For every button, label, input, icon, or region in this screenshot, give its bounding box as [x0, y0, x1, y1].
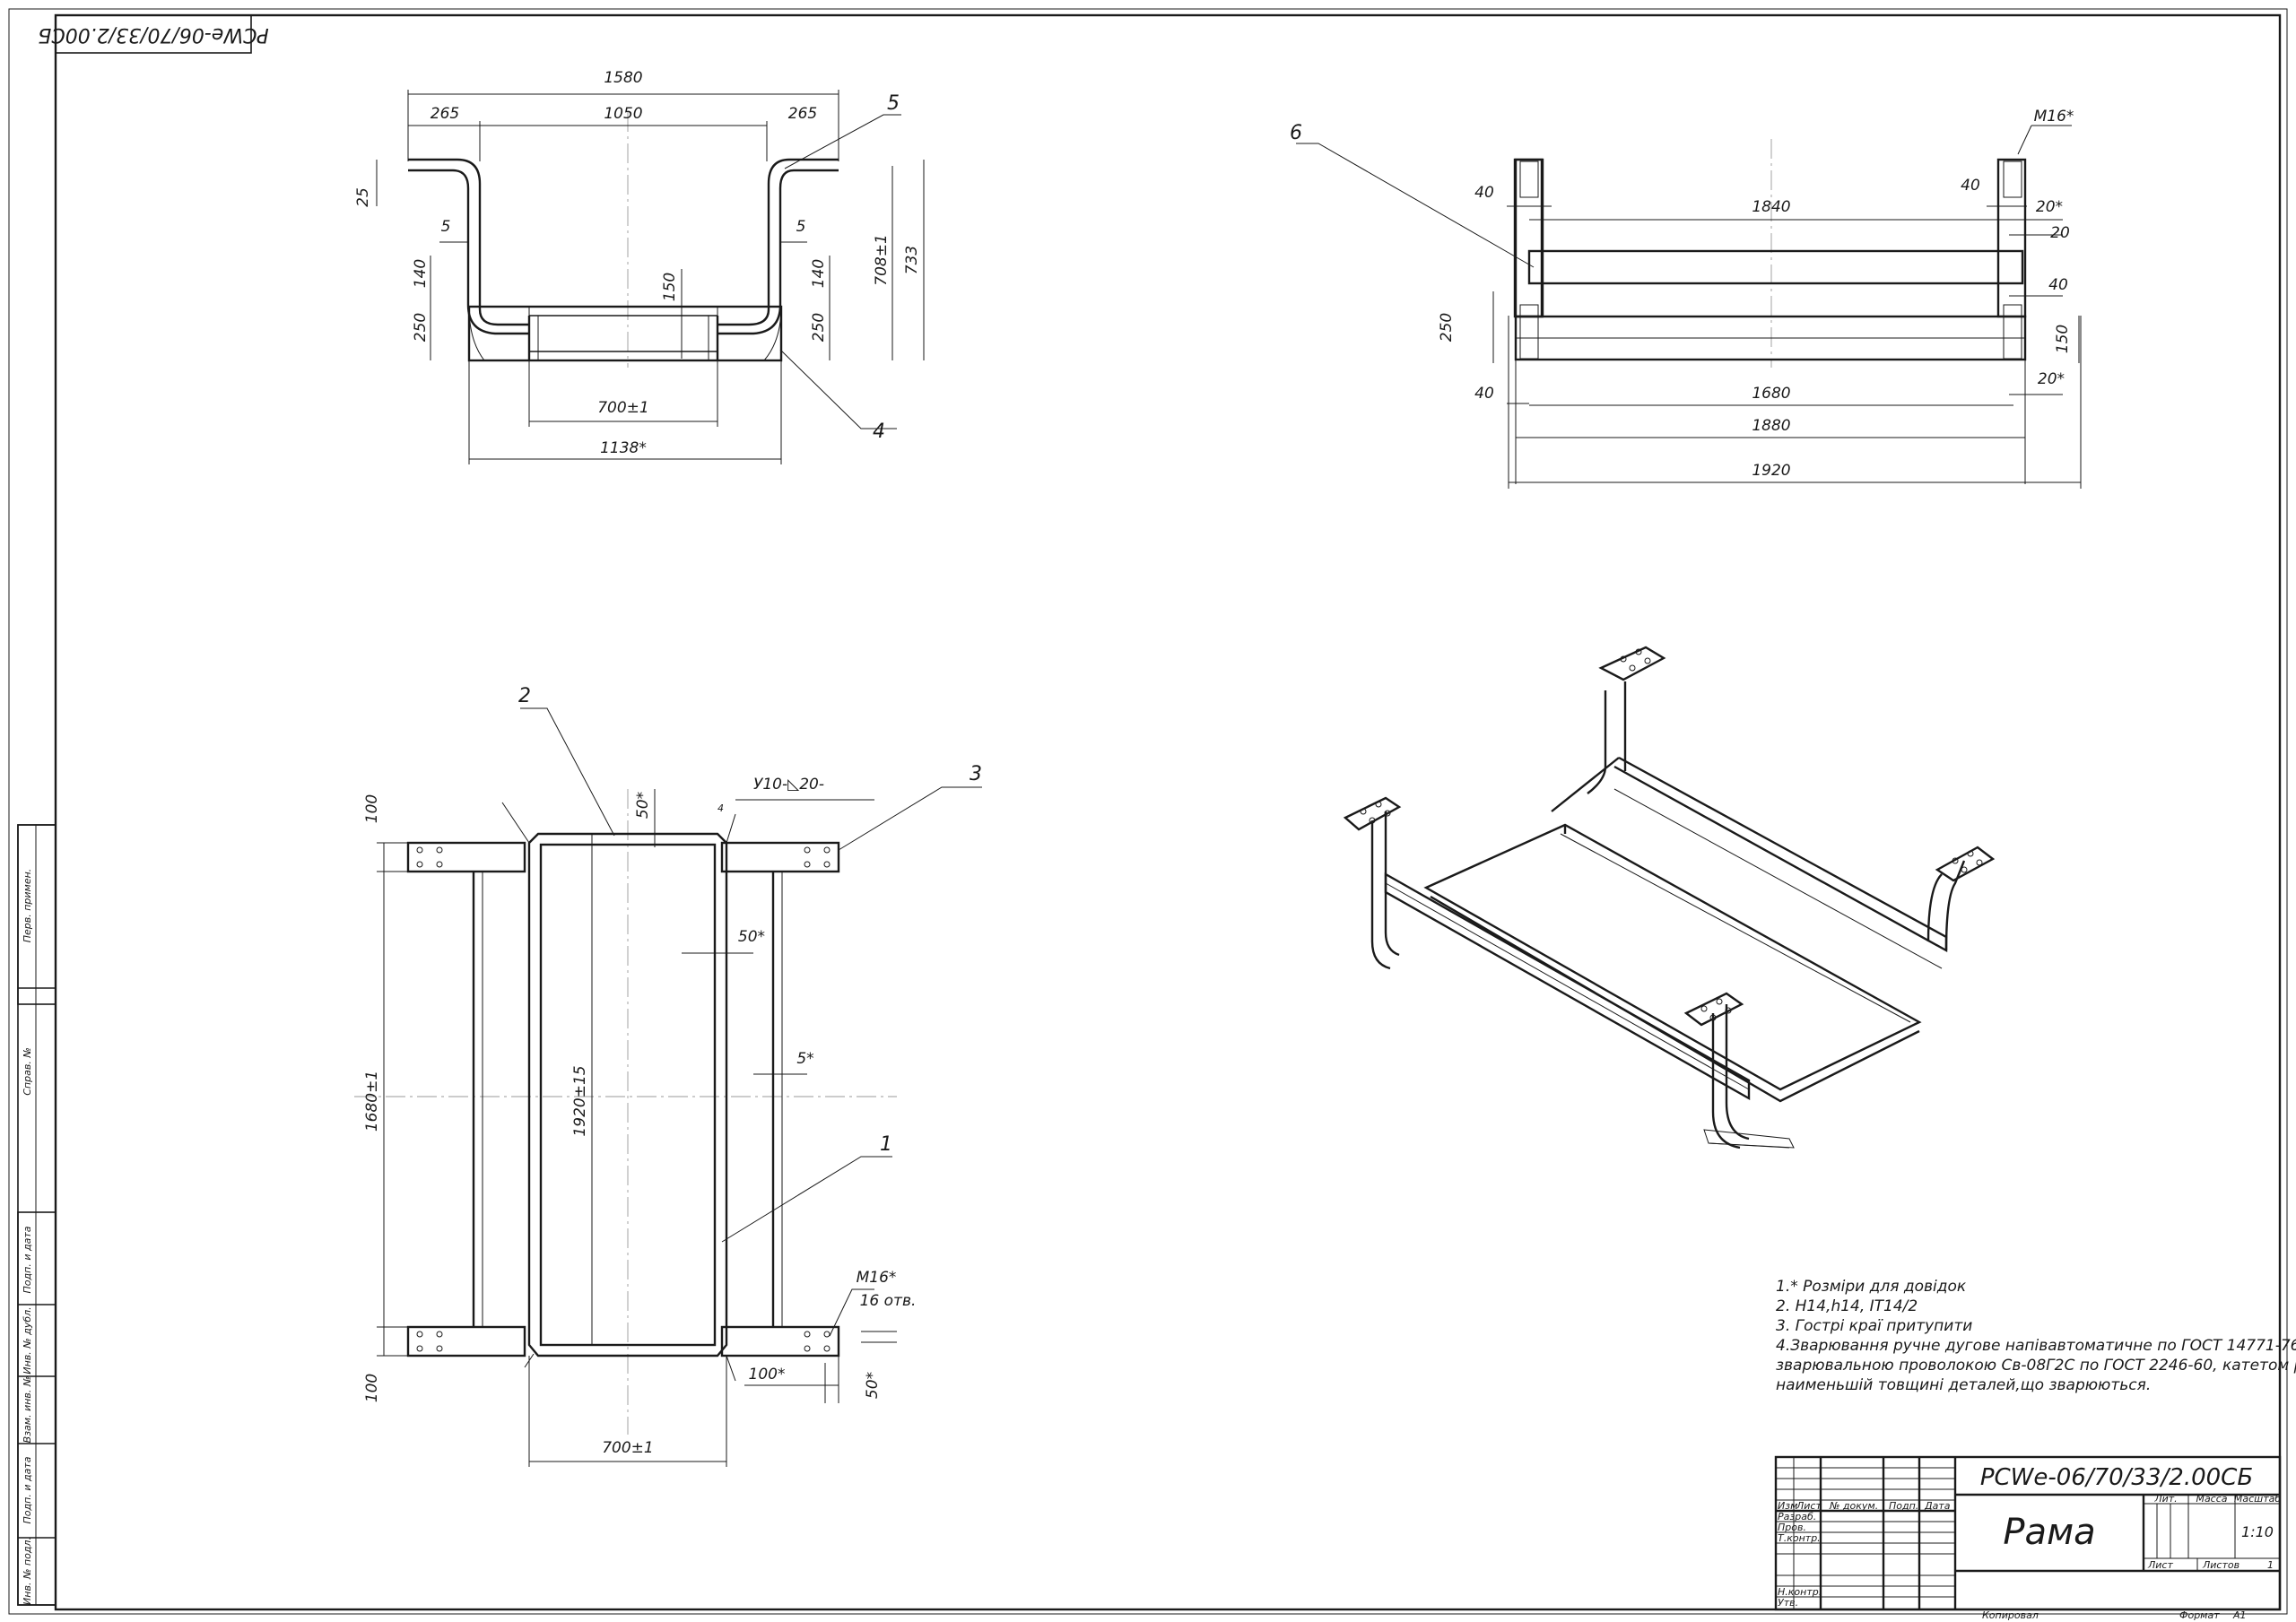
stamp-cell-7: Инв. № подл. — [22, 1537, 33, 1605]
dim-140-left: 140 — [412, 259, 430, 288]
col-header-sign: Подп. — [1889, 1500, 1918, 1512]
weld-mark: 4 — [718, 802, 724, 814]
side-view: М16* 40 1840 40 20* 20 40 250 150 40 168… — [1290, 108, 2082, 489]
side-dim-20: 20 — [2050, 224, 2070, 242]
dim-150: 150 — [661, 273, 679, 301]
leader-3: 3 — [970, 763, 982, 785]
plan-view: 100 50* 50* 5* 1680±1 1920±15 100 М16* 1… — [354, 685, 982, 1467]
side-dim-1880: 1880 — [1752, 417, 1790, 435]
leader-6: 6 — [1290, 122, 1302, 144]
leader-1: 1 — [880, 1133, 892, 1156]
dim-708: 708±1 — [873, 234, 891, 286]
role-approved: Утв. — [1778, 1597, 1798, 1609]
sheets-label: Листов — [2202, 1559, 2239, 1571]
plan-dim-16-holes: 16 отв. — [860, 1292, 917, 1310]
side-dim-40-b: 40 — [1961, 177, 1980, 195]
stamp-cell-4: Инв. № дубл. — [22, 1306, 33, 1374]
plan-dim-1680: 1680±1 — [363, 1071, 381, 1132]
dim-1050: 1050 — [604, 105, 642, 123]
lit-label: Лит. — [2153, 1493, 2177, 1505]
plan-dim-100-star: 100* — [749, 1366, 786, 1383]
dim-250-left: 250 — [412, 313, 430, 342]
scale-value: 1:10 — [2241, 1523, 2274, 1540]
plan-dim-5-star: 5* — [796, 1050, 813, 1068]
technical-notes: 1.* Розміри для довідок 2. Н14,h14, IT14… — [1776, 1278, 2296, 1394]
note-1: 1.* Розміри для довідок — [1776, 1278, 1967, 1296]
dim-265-right: 265 — [788, 105, 817, 123]
role-developed: Разраб. — [1778, 1511, 1816, 1522]
title-block: Изм Лист № докум. Подп. Дата Разраб. Про… — [1774, 1455, 2281, 1611]
col-header-izm: Изм — [1778, 1500, 1797, 1512]
dim-700-front: 700±1 — [597, 399, 649, 417]
side-dim-40-a: 40 — [1474, 184, 1494, 202]
drawing-frame — [54, 13, 2282, 1611]
title-designation: РСWe-06/70/33/2.00СБ — [1980, 1464, 2253, 1491]
side-dim-40-d: 40 — [1474, 385, 1494, 403]
mass-label: Масса — [2196, 1493, 2227, 1505]
side-dim-1840: 1840 — [1752, 198, 1790, 216]
dim-1580: 1580 — [604, 69, 642, 87]
dim-1138: 1138* — [600, 439, 647, 457]
dim-25: 25 — [354, 187, 372, 207]
weld-symbol: У10-◺20- — [753, 776, 824, 794]
side-stamp: Перв. примен. Справ. № Подп. и дата Инв.… — [17, 824, 57, 1606]
leader-2: 2 — [518, 685, 531, 707]
role-tech-control: Т.контр. — [1778, 1532, 1821, 1544]
side-dim-40-c: 40 — [2048, 276, 2068, 294]
plan-dim-1920: 1920±15 — [571, 1065, 589, 1136]
note-3: 3. Гострі краї притупити — [1776, 1317, 1972, 1335]
note-4: 4.Зварювання ручне дугове напівавтоматич… — [1776, 1337, 2296, 1355]
role-norm-control: Н.контр. — [1778, 1586, 1822, 1598]
note-4-line2: зварювальною проволокою Св-08Г2С по ГОСТ… — [1776, 1357, 2296, 1375]
stamp-cell-6: Подп. и дата — [22, 1456, 33, 1523]
side-dim-1680: 1680 — [1752, 385, 1790, 403]
dim-5-left: 5 — [441, 218, 451, 236]
leader-4: 4 — [873, 421, 885, 443]
dim-250-right: 250 — [810, 313, 828, 342]
side-dim-250: 250 — [1438, 313, 1456, 342]
isometric-view — [1343, 646, 1996, 1149]
plan-dim-100-bottom: 100 — [363, 1374, 381, 1402]
plan-dim-700: 700±1 — [602, 1439, 654, 1457]
top-left-designation-box: РСWe-06/70/33/2.00СБ — [38, 14, 269, 54]
stamp-cell-1: Перв. примен. — [22, 869, 33, 943]
plan-dim-50-star-top: 50* — [634, 792, 652, 819]
role-checked: Пров. — [1778, 1522, 1806, 1533]
format-label: Формат — [2179, 1609, 2220, 1621]
outer-trim-frame — [8, 8, 2288, 1615]
stamp-cell-2: Справ. № — [22, 1047, 33, 1096]
dim-140-right: 140 — [810, 259, 828, 288]
side-dim-m16: М16* — [2034, 108, 2074, 126]
plan-dim-100-top: 100 — [363, 794, 381, 823]
sheet-label: Лист — [2147, 1559, 2173, 1571]
inverted-designation: РСWe-06/70/33/2.00СБ — [38, 23, 269, 46]
stamp-cell-5: Взам. инв. № — [22, 1376, 33, 1444]
dim-265-left: 265 — [430, 105, 459, 123]
side-dim-1920: 1920 — [1752, 462, 1790, 480]
plan-dim-m16: М16* — [857, 1269, 897, 1287]
plan-dim-50-star-bottom: 50* — [864, 1372, 882, 1399]
note-4-line3: наименьшій товщині деталей,що зварюються… — [1776, 1376, 2151, 1394]
copied-label: Копировал — [1982, 1609, 2039, 1621]
col-header-list: Лист — [1796, 1500, 1822, 1512]
plan-dim-50-star-mid: 50* — [738, 928, 765, 946]
format-value: А1 — [2232, 1609, 2247, 1621]
title-name: Рама — [2003, 1512, 2095, 1553]
scale-label: Масштаб — [2234, 1493, 2281, 1505]
dim-733: 733 — [903, 246, 921, 274]
sheets-value: 1 — [2267, 1559, 2274, 1571]
note-2: 2. Н14,h14, IT14/2 — [1776, 1297, 1918, 1315]
front-view: 1580 265 1050 265 25 5 5 140 140 250 250… — [354, 69, 925, 464]
col-header-date: Дата — [1924, 1500, 1951, 1512]
side-dim-20-star-bottom: 20* — [2038, 370, 2065, 388]
col-header-docnum: № докум. — [1829, 1500, 1878, 1512]
dim-5-right: 5 — [796, 218, 806, 236]
side-dim-20-star-top: 20* — [2036, 198, 2063, 216]
stamp-cell-3: Подп. и дата — [22, 1226, 33, 1293]
side-dim-150: 150 — [2054, 325, 2072, 353]
leader-5: 5 — [887, 92, 900, 115]
